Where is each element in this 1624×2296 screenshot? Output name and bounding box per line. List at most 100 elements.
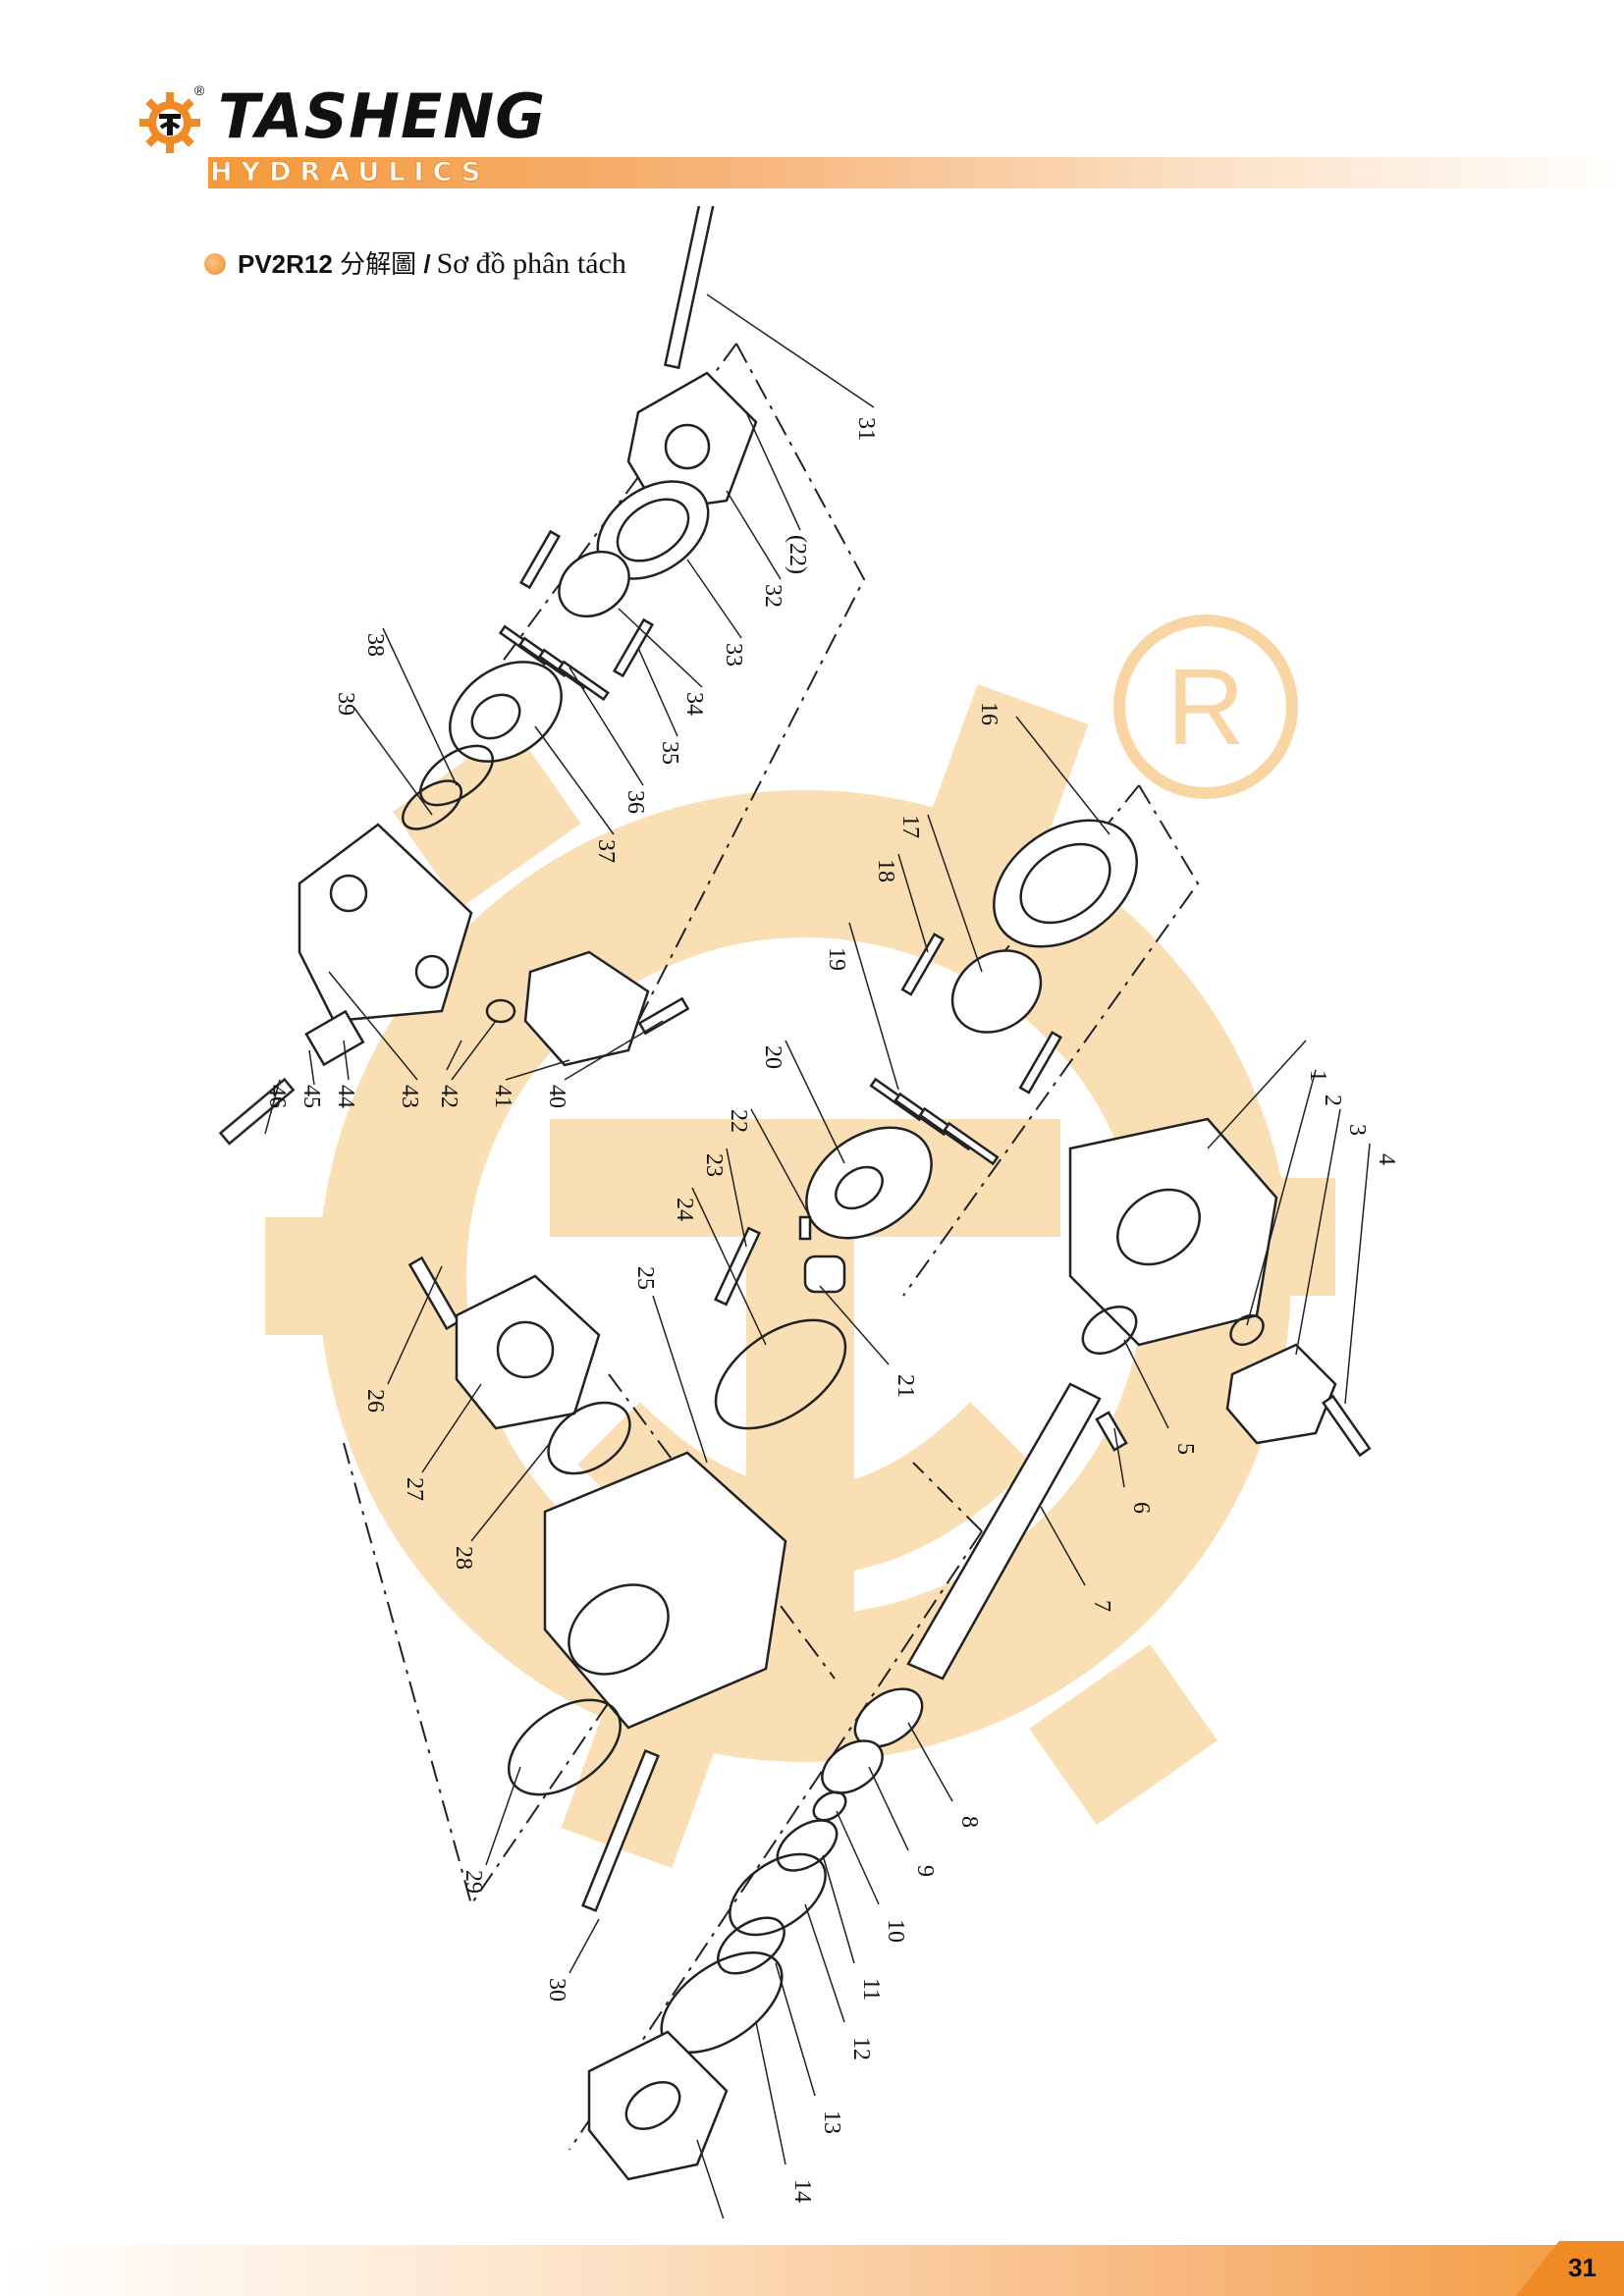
part-28-oring (547, 1401, 631, 1475)
callout-12: 12 (848, 2037, 874, 2060)
part-12-oring (729, 1852, 827, 1937)
part-5-snapring (1081, 1305, 1138, 1356)
bullet-icon (204, 253, 226, 275)
callout-24: 24 (672, 1198, 697, 1221)
callout-32: 32 (760, 584, 785, 608)
part-19-vanes (869, 1077, 1000, 1166)
callout-6: 6 (1128, 1502, 1154, 1514)
callout-26: 26 (362, 1389, 388, 1413)
callout-33: 33 (721, 643, 746, 667)
callout-7: 7 (1089, 1600, 1114, 1612)
callout-25: 25 (632, 1266, 658, 1290)
callout-28: 28 (451, 1546, 476, 1570)
title-chinese: 分解圖 (340, 249, 417, 279)
exploded-view-diagram: R (218, 206, 1399, 2218)
callout-8: 8 (956, 1816, 982, 1828)
callout-10: 10 (883, 1919, 908, 1943)
callout-34: 34 (681, 692, 707, 716)
part-43-cover (298, 823, 473, 1023)
part-3-block (1225, 1343, 1337, 1445)
callout-30: 30 (544, 1978, 569, 2002)
part-31-bolt (663, 206, 716, 370)
callout-36: 36 (623, 790, 648, 814)
callout-22: 22 (726, 1109, 751, 1133)
brand-band (208, 157, 1624, 188)
page-footer: 31 (0, 2228, 1624, 2296)
part-17-rotor (950, 949, 1043, 1034)
callout-20: 20 (760, 1045, 785, 1069)
part-42-ring (485, 998, 516, 1024)
registered-mark: ® (194, 82, 205, 98)
title-separator: / (423, 249, 431, 279)
part-22-pin (798, 1215, 812, 1241)
part-23-bolt (713, 1226, 762, 1307)
callout-38: 38 (362, 633, 388, 657)
model-name: PV2R12 (238, 249, 333, 279)
callout-13: 13 (819, 2110, 844, 2134)
callout-11: 11 (858, 1978, 884, 2001)
page-header: ® TASHENG HYDRAULICS (0, 0, 1624, 206)
part-21-bushing (803, 1255, 846, 1294)
part-27-flange (455, 1274, 601, 1430)
part-10-ring (812, 1790, 847, 1822)
callout-37: 37 (593, 839, 619, 863)
sub-brand: HYDRAULICS (209, 157, 490, 187)
callout-21: 21 (893, 1374, 918, 1398)
part-7-shaft (906, 1382, 1102, 1681)
part-32-flange (626, 371, 758, 512)
callout-1: 1 (1305, 1070, 1330, 1082)
part-44-spring (304, 1009, 365, 1067)
part-40-bolt (637, 996, 690, 1036)
callout-23: 23 (701, 1153, 727, 1177)
part-2-ring (1229, 1313, 1265, 1347)
leader-lines (264, 294, 1371, 2218)
watermark-reg-mark: R (1166, 647, 1244, 768)
tasheng-gear-logo (139, 92, 200, 153)
title-vietnamese: Sơ đồ phân tách (436, 247, 626, 280)
callout-18: 18 (873, 859, 898, 882)
page-number: 31 (1568, 2253, 1597, 2282)
callout-5: 5 (1172, 1443, 1198, 1455)
part-34-rotor (558, 550, 630, 618)
part-9-seal (821, 1739, 884, 1794)
part-41-block (523, 950, 650, 1067)
callout-42: 42 (436, 1085, 461, 1108)
callout-31: 31 (853, 417, 879, 441)
callout-labels: 1 2 3 4 5 6 7 8 9 10 11 12 13 14 15 16 1… (264, 417, 1399, 2203)
page-number-tab: 31 (1516, 2241, 1624, 2296)
part-29-oring (507, 1698, 623, 1796)
part-6-key (1095, 1411, 1128, 1452)
part-24-oring (714, 1318, 847, 1430)
callout-19: 19 (824, 947, 849, 971)
page-title: PV2R12 分解圖 / Sơ đồ phân tách (204, 247, 626, 281)
callout-43: 43 (397, 1085, 422, 1108)
callout-29: 29 (460, 1870, 486, 1894)
callout-9: 9 (912, 1865, 938, 1877)
callout-39: 39 (333, 692, 358, 716)
part-11-ring (776, 1819, 839, 1872)
callout-27: 27 (402, 1477, 427, 1501)
callout-22-ref: (22) (785, 535, 810, 574)
part-25-housing (543, 1451, 787, 1730)
part-30-bolt (581, 1748, 660, 1913)
callout-44: 44 (333, 1085, 358, 1108)
callout-35: 35 (657, 741, 682, 765)
part-18-pin (900, 933, 946, 996)
footer-band (0, 2245, 1624, 2296)
callout-3: 3 (1344, 1124, 1370, 1136)
callout-14: 14 (789, 2179, 815, 2203)
part-35-pin (518, 529, 562, 590)
callout-4: 4 (1374, 1153, 1399, 1165)
part-39-oring (402, 779, 462, 830)
part-13-ring (717, 1916, 785, 1975)
callout-2: 2 (1320, 1095, 1345, 1106)
part-15-cover (587, 2030, 729, 2181)
callout-17: 17 (897, 815, 923, 838)
part-4-bolt (1321, 1394, 1372, 1458)
brand-name: TASHENG (218, 80, 547, 152)
parts (218, 206, 1372, 2181)
callout-16: 16 (976, 702, 1001, 725)
callout-40: 40 (544, 1085, 569, 1108)
callout-46: 46 (264, 1085, 290, 1108)
callout-41: 41 (490, 1085, 515, 1108)
